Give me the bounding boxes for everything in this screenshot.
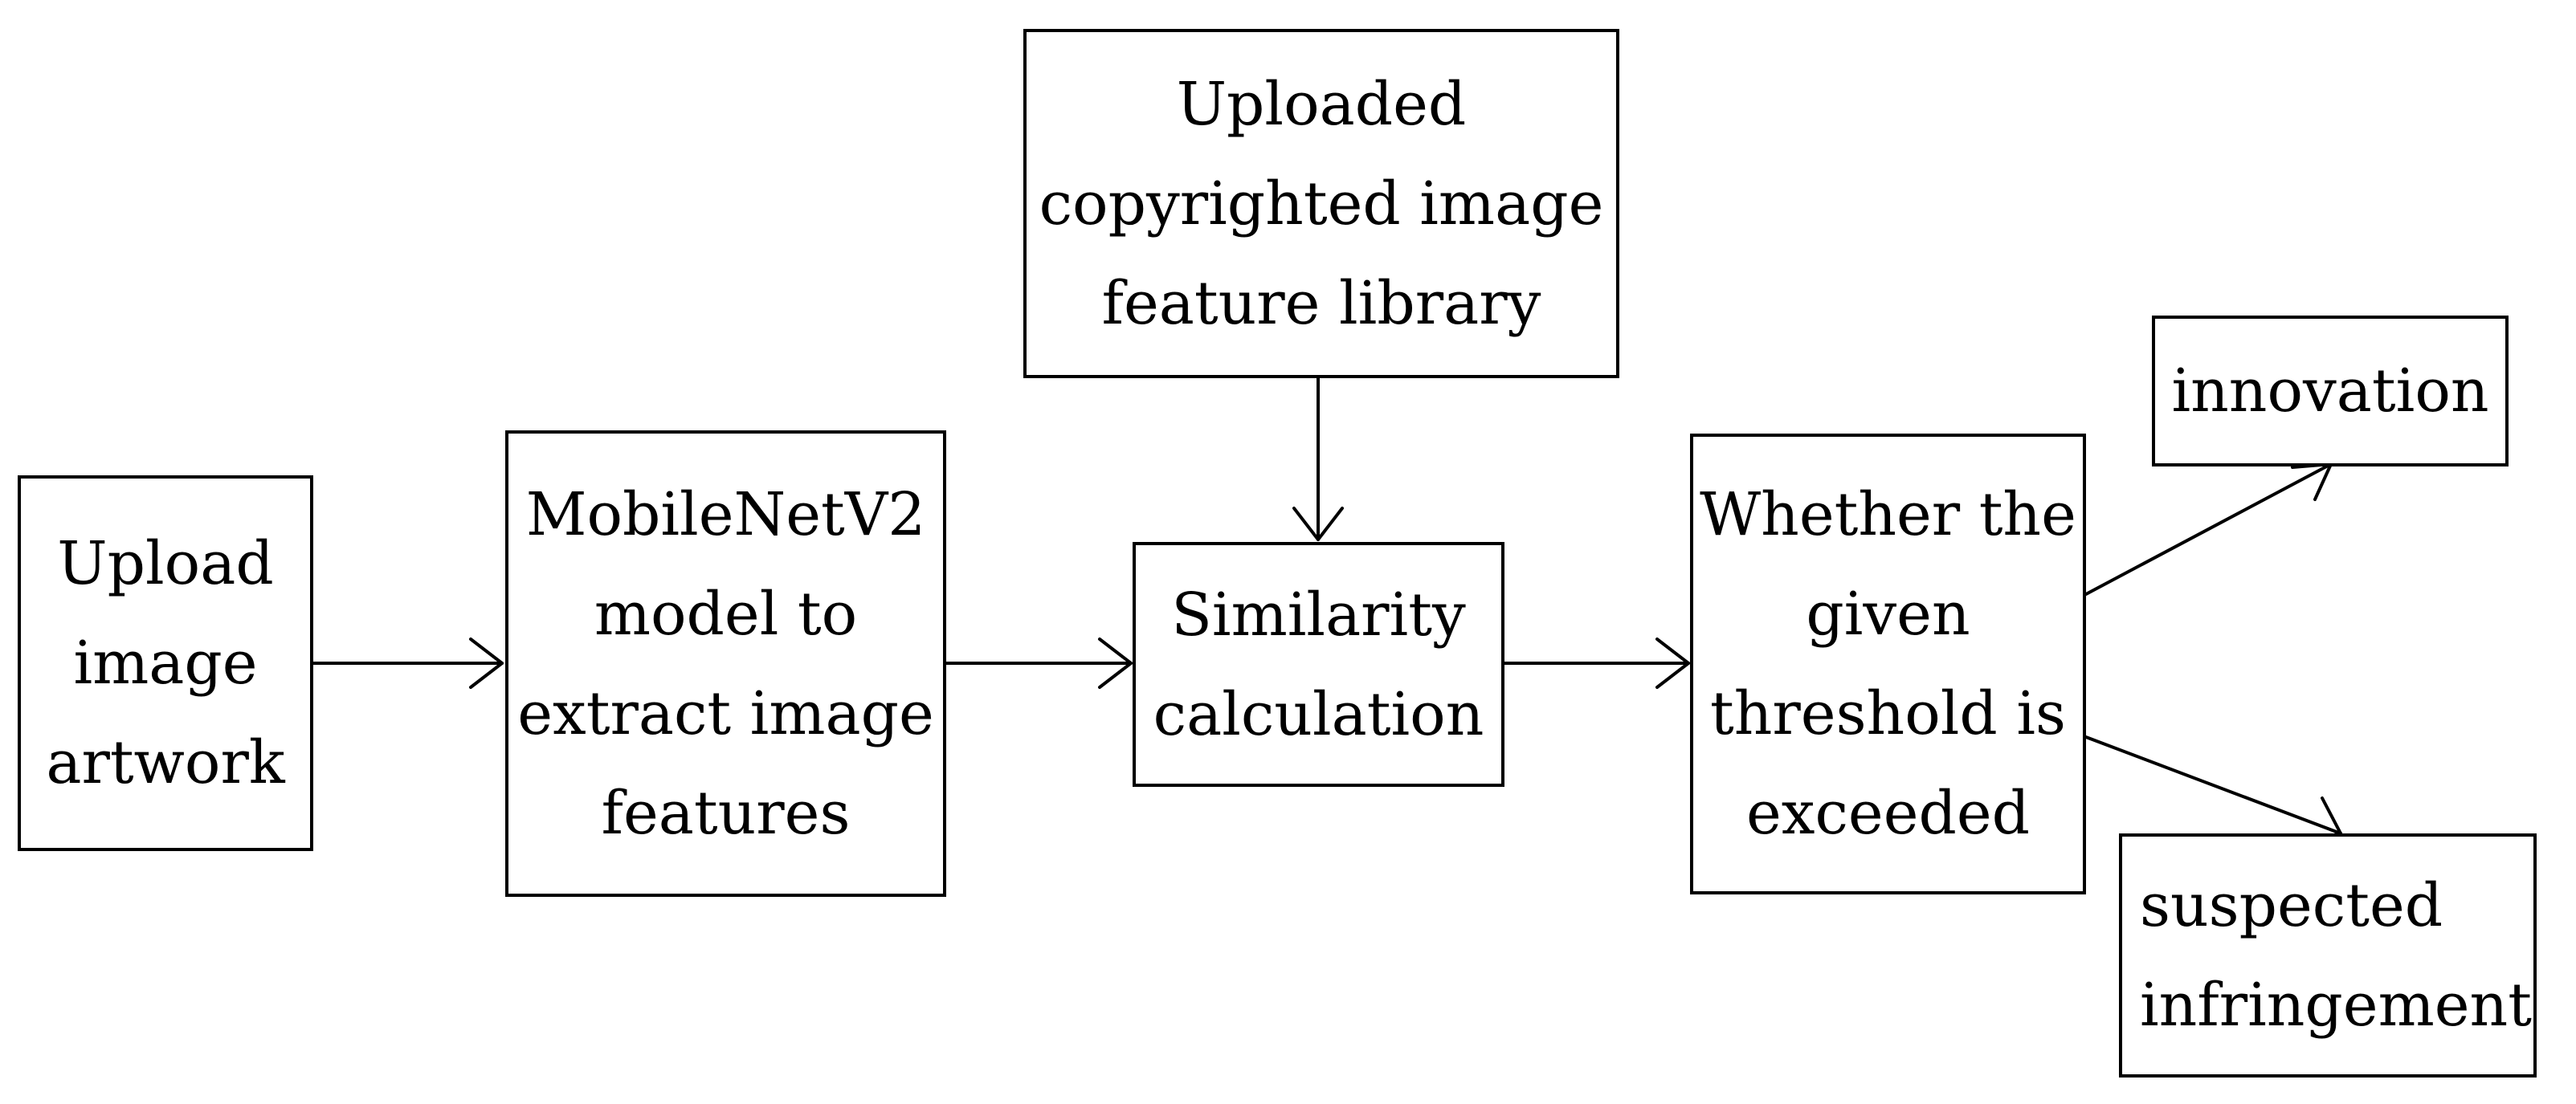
node-label-line: artwork xyxy=(46,728,285,797)
node-suspected-infringement: suspected infringement xyxy=(2119,833,2537,1078)
node-label-line: infringement xyxy=(2140,971,2532,1040)
arrow-threshold-to-innovation xyxy=(2084,462,2333,596)
node-mobilenetv2-model: MobileNetV2 model to extract image featu… xyxy=(505,430,946,897)
node-label-line: MobileNetV2 xyxy=(525,479,926,549)
node-label-line: features xyxy=(601,778,851,848)
node-label-line: Upload xyxy=(57,529,274,598)
arrow-similarity-to-threshold xyxy=(1503,638,1690,689)
node-threshold-decision: Whether the given threshold is exceeded xyxy=(1690,434,2086,894)
node-label-line: feature library xyxy=(1101,268,1541,338)
node-upload-image-artwork: Upload image artwork xyxy=(18,475,313,851)
node-label-line: calculation xyxy=(1153,679,1484,749)
node-label-line: innovation xyxy=(2171,356,2489,426)
node-similarity-calculation: Similarity calculation xyxy=(1133,542,1504,787)
node-label-line: extract image xyxy=(517,678,934,748)
node-label-line: exceeded xyxy=(1745,779,2031,848)
node-label-line: image xyxy=(73,629,258,698)
arrow-library-to-similarity xyxy=(1292,377,1344,541)
node-label-line: Similarity xyxy=(1171,580,1466,650)
node-label-line: Uploaded xyxy=(1176,69,1467,139)
node-label-line: model to xyxy=(594,579,858,649)
arrow-threshold-to-infringement xyxy=(2084,735,2342,844)
node-label-line: threshold is xyxy=(1710,679,2066,748)
node-innovation: innovation xyxy=(2152,316,2509,466)
node-feature-library: Uploaded copyrighted image feature libra… xyxy=(1023,29,1619,378)
node-label-line: Whether the xyxy=(1700,480,2076,549)
node-label-line: copyrighted image xyxy=(1039,169,1604,238)
arrow-model-to-similarity xyxy=(945,638,1133,689)
arrow-upload-to-model xyxy=(312,638,504,689)
node-label-line: suspected xyxy=(2140,871,2443,940)
node-label-line: given xyxy=(1806,580,1970,649)
